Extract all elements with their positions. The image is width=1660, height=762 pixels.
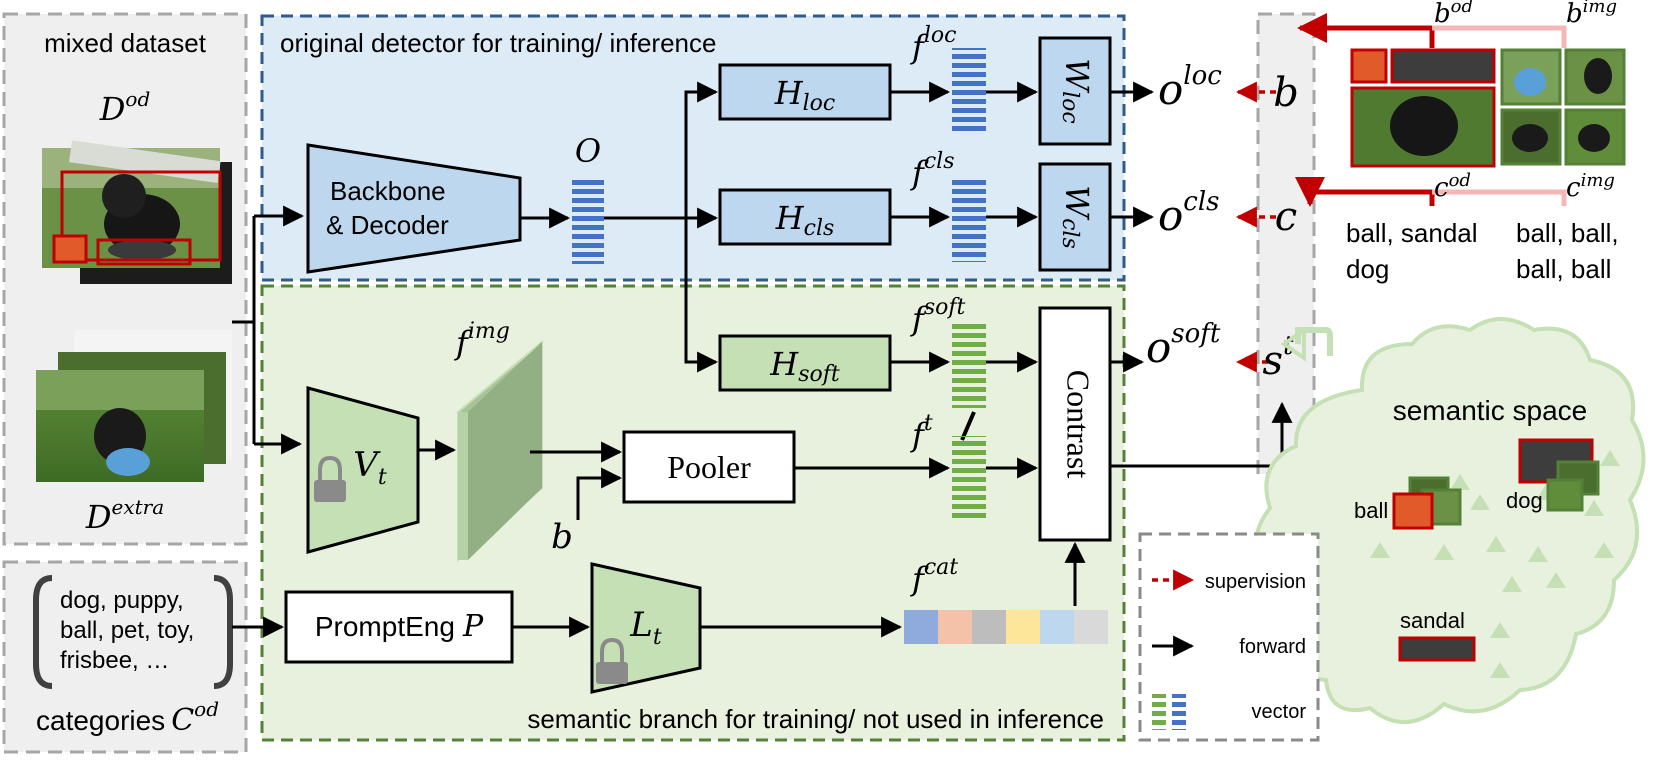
o-cls-label: ocls — [1158, 187, 1220, 240]
sandal-crop — [1398, 636, 1476, 662]
h-loc-label: Hloc — [774, 74, 836, 116]
left-brace — [33, 575, 53, 689]
o-loc-label: oloc — [1158, 61, 1222, 114]
w-cls-block — [1038, 162, 1112, 272]
legend-vector-blue-swatch — [1172, 694, 1186, 730]
lt-encoder-block — [590, 562, 702, 694]
f-img-feature-map — [457, 339, 543, 563]
h-cls-label: Hcls — [775, 199, 835, 241]
f-cat-cell — [1074, 610, 1108, 644]
f-t-vector — [952, 436, 986, 522]
cloud-feedback-arrow — [1295, 327, 1333, 356]
od-labels-line-2: dog — [1346, 254, 1389, 284]
backbone-label-1: Backbone — [330, 176, 446, 206]
legend-vector-label: vector — [1252, 701, 1307, 723]
ball-cluster-label: ball — [1354, 498, 1388, 523]
semantic-title: semantic branch for training/ not used i… — [527, 704, 1104, 734]
backbone-label-2: & Decoder — [326, 210, 449, 240]
prompteng-block — [284, 590, 514, 664]
semantic-space-title: semantic space — [1393, 395, 1588, 426]
lock-icon — [314, 455, 346, 502]
f-cat-cell — [1040, 610, 1074, 644]
img-labels-line-1: ball, ball, — [1516, 218, 1619, 248]
lock-icon — [596, 637, 628, 684]
category-line-2: ball, pet, toy, — [60, 617, 194, 644]
b-input-label: b — [551, 517, 573, 557]
legend-forward-label: forward — [1239, 636, 1306, 658]
w-loc-label: Wloc — [1057, 58, 1097, 124]
f-cat-vector — [904, 610, 1108, 644]
sandal-label: sandal — [1400, 608, 1465, 633]
target-brackets — [1295, 13, 1567, 207]
legend-supervision-label: supervision — [1205, 571, 1306, 593]
supervision-arrows — [1235, 81, 1276, 373]
vt-encoder-block — [306, 386, 420, 554]
pooler-label: Pooler — [667, 449, 751, 485]
od-image-stack — [42, 140, 232, 284]
dog-bbox — [60, 170, 222, 262]
h-loc-block — [718, 63, 892, 121]
detector-title: original detector for training/ inferenc… — [280, 28, 716, 58]
contrast-label: Contrast — [1061, 370, 1097, 479]
h-soft-block — [718, 334, 892, 392]
f-loc-vector — [952, 48, 986, 134]
dataset-extra-label: Dextra — [85, 495, 164, 536]
img-labels-line-2: ball, ball — [1516, 254, 1611, 284]
f-cat-cell — [972, 610, 1006, 644]
w-cls-label: Wcls — [1057, 185, 1097, 249]
dataset-od-label: Dod — [99, 87, 151, 128]
b-od-label: bod — [1434, 0, 1473, 29]
legend-vector-green-swatch — [1152, 694, 1166, 730]
extra-image-stack — [36, 330, 232, 482]
f-cat-cell — [938, 610, 972, 644]
category-line-3: frisbee, … — [60, 647, 169, 674]
target-column — [1256, 12, 1316, 476]
backbone-decoder-block — [306, 143, 522, 274]
categories-panel: dog, puppy, ball, pet, toy, frisbee, … c… — [2, 560, 248, 754]
right-brace — [213, 575, 233, 689]
f-cls-vector — [952, 176, 986, 262]
ball-bbox — [52, 234, 88, 264]
f-cat-cell — [904, 610, 938, 644]
c-od-label: cod — [1434, 170, 1471, 203]
ball-cluster — [1392, 476, 1462, 530]
mixed-dataset-title: mixed dataset — [44, 28, 207, 58]
f-cat-cell — [1006, 610, 1040, 644]
w-loc-block — [1038, 36, 1112, 146]
vt-label: Vt — [353, 445, 387, 490]
od-crops — [1350, 48, 1496, 168]
slash-separator — [960, 411, 976, 441]
contrast-block — [1038, 306, 1112, 542]
h-soft-label: Hsoft — [769, 345, 840, 387]
dog-cluster-label: dog — [1506, 488, 1543, 513]
object-query-label: O — [575, 132, 601, 170]
category-line-1: dog, puppy, — [60, 587, 184, 614]
f-soft-vector — [952, 322, 986, 408]
o-soft-label: osoft — [1146, 319, 1221, 372]
dog-cluster — [1518, 438, 1600, 512]
img-crops — [1500, 48, 1626, 166]
c-target-label: c — [1275, 194, 1297, 240]
sandal-bbox — [96, 238, 192, 266]
semantic-points — [1370, 450, 1620, 678]
pooler-block — [622, 430, 796, 504]
c-img-label: cimg — [1566, 170, 1615, 203]
object-query-vector — [572, 178, 604, 264]
b-img-label: bimg — [1566, 0, 1617, 29]
b-target-label: b — [1273, 70, 1299, 116]
forward-arrows — [232, 81, 1293, 638]
cloud-feedback-arrowhead — [1280, 326, 1306, 362]
lt-label: Lt — [629, 605, 662, 650]
legend: supervision forward vector — [1138, 532, 1320, 742]
od-labels-line-1: ball, sandal — [1346, 218, 1478, 248]
